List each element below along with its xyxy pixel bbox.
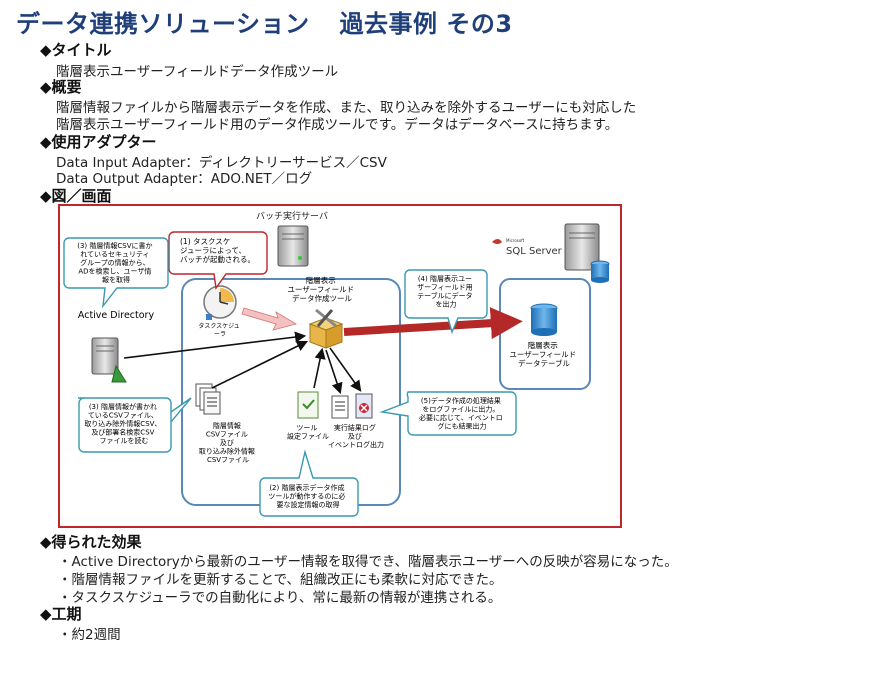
section-overview-heading: ◆概要 — [40, 78, 82, 96]
svg-text:(5)データ作成の処理結果 をログファイルに出力: (5)データ作成の処理結果 をログファイルに出力。 必要に応じて、イベントロ グ… — [419, 396, 505, 431]
section-title-text: 階層表示ユーザーフィールドデータ作成ツール — [56, 64, 339, 80]
batch-server-label: バッチ実行サーバ — [256, 210, 328, 222]
active-directory-server-icon — [91, 337, 127, 383]
active-directory-label: Active Directory — [78, 310, 155, 321]
log-file-icon — [331, 395, 349, 419]
result-log-label: 実行結果ログ 及び イベントログ出力 — [328, 423, 384, 449]
csv-to-tool-arrow — [211, 340, 309, 389]
tool-config-file-icon — [297, 391, 319, 419]
svg-text:(3) 階層情報が書かれ ているCSVファイル、: (3) 階層情報が書かれ ているCSVファイル、 取り込み除外情報CSV、 及び… — [84, 402, 163, 445]
callout-4: (4) 階層表示ユー ザーフィールド用 テーブルにデータ を出力 — [404, 269, 488, 335]
page-title-sub: 過去事例 その3 — [339, 10, 513, 38]
callout-3b: (3) 階層情報が書かれ ているCSVファイル、 取り込み除外情報CSV、 及び… — [78, 397, 192, 453]
svg-text:(2) 階層表示データ作成 ツールが動作するのに: (2) 階層表示データ作成 ツールが動作するのに必 要な設定情報の取得 — [268, 483, 347, 509]
section-figure-heading: ◆図／画面 — [40, 187, 112, 205]
diagram-canvas: バッチ実行サーバ Microsoft SQL Server 階層表示 ユーザーフ… — [63, 210, 610, 517]
task-scheduler-clock-icon — [203, 285, 237, 320]
sql-server-logo: Microsoft SQL Server — [492, 238, 563, 257]
adapter-line: Data Output Adapter：ADO.NET／ログ — [56, 171, 313, 187]
callout-3a: (3) 階層情報CSVに書か れているセキュリティ グループの情報から、 ADを… — [63, 237, 169, 309]
callout-5: (5)データ作成の処理結果 をログファイルに出力。 必要に応じて、イベントロ グ… — [379, 391, 517, 436]
config-to-tool-arrow — [313, 347, 326, 389]
batch-server-icon — [277, 225, 309, 267]
tool-icon — [308, 308, 344, 349]
csv-files-label: 階層情報 CSVファイル 及び 取り込み除外情報 CSVファイル — [199, 421, 257, 464]
callout-1: (1) タスクスケ ジューラによって、 バッチが起動される。 — [168, 231, 268, 290]
overview-line: 階層表示ユーザーフィールド用のデータ作成ツールです。データはデータベースに持ちま… — [56, 117, 619, 133]
svg-text:(3) 階層情報CSVに書か れているセキュリテ: (3) 階層情報CSVに書か れているセキュリティ グループの情報から、 ADを… — [77, 241, 155, 284]
overview-line: 階層情報ファイルから階層表示データを作成、また、取り込みを除外するユーザーにも対… — [56, 100, 637, 116]
event-log-icon — [355, 393, 373, 419]
tool-to-eventlog-arrow — [329, 347, 362, 392]
effect-item: ・Active Directoryから最新のユーザー情報を取得でき、階層表示ユー… — [58, 554, 678, 570]
database-table-icon — [530, 303, 558, 336]
svg-text:(1) タスクスケ ジューラによって、: (1) タスクスケ ジューラによって、 バッチが起動される。 — [180, 237, 255, 264]
tool-label: 階層表示 ユーザーフィールド データ作成ツール — [287, 275, 356, 303]
task-scheduler-label: タスクスケジュ ーラ — [198, 322, 241, 338]
tool-config-label: ツール 設定ファイル — [287, 424, 329, 441]
section-title-heading: ◆タイトル — [40, 41, 112, 59]
output-arrow — [343, 307, 523, 340]
sql-server-icon — [564, 223, 610, 283]
callout-2: (2) 階層表示データ作成 ツールが動作するのに必 要な設定情報の取得 — [259, 449, 359, 517]
architecture-diagram: バッチ実行サーバ Microsoft SQL Server 階層表示 ユーザーフ… — [58, 204, 622, 528]
page-title: データ連携ソリューション 過去事例 その3 — [16, 4, 513, 39]
svg-text:(4) 階層表示ユー ザーフィールド用: (4) 階層表示ユー ザーフィールド用 テーブルにデータ を出力 — [417, 274, 475, 309]
effect-item: ・階層情報ファイルを更新することで、組織改正にも柔軟に対応できた。 — [58, 572, 503, 588]
scheduler-arrow — [241, 307, 298, 331]
db-table-label: 階層表示 ユーザーフィールド データテーブル — [509, 340, 578, 368]
period-text: ・約2週間 — [58, 627, 121, 643]
svg-text:Microsoft: Microsoft — [506, 238, 525, 243]
section-adapter-heading: ◆使用アダプター — [40, 133, 157, 151]
svg-text:SQL Server: SQL Server — [506, 246, 563, 257]
ad-to-tool-arrow — [123, 331, 307, 359]
adapter-line: Data Input Adapter：ディレクトリーサービス／CSV — [56, 155, 387, 171]
tool-to-log-arrow — [325, 349, 343, 395]
csv-file-icon — [195, 383, 221, 415]
effect-item: ・タスクスケジューラでの自動化により、常に最新の情報が連携される。 — [58, 590, 502, 606]
section-period-heading: ◆工期 — [40, 605, 82, 623]
section-effects-heading: ◆得られた効果 — [40, 533, 142, 551]
page-title-main: データ連携ソリューション — [16, 10, 310, 38]
